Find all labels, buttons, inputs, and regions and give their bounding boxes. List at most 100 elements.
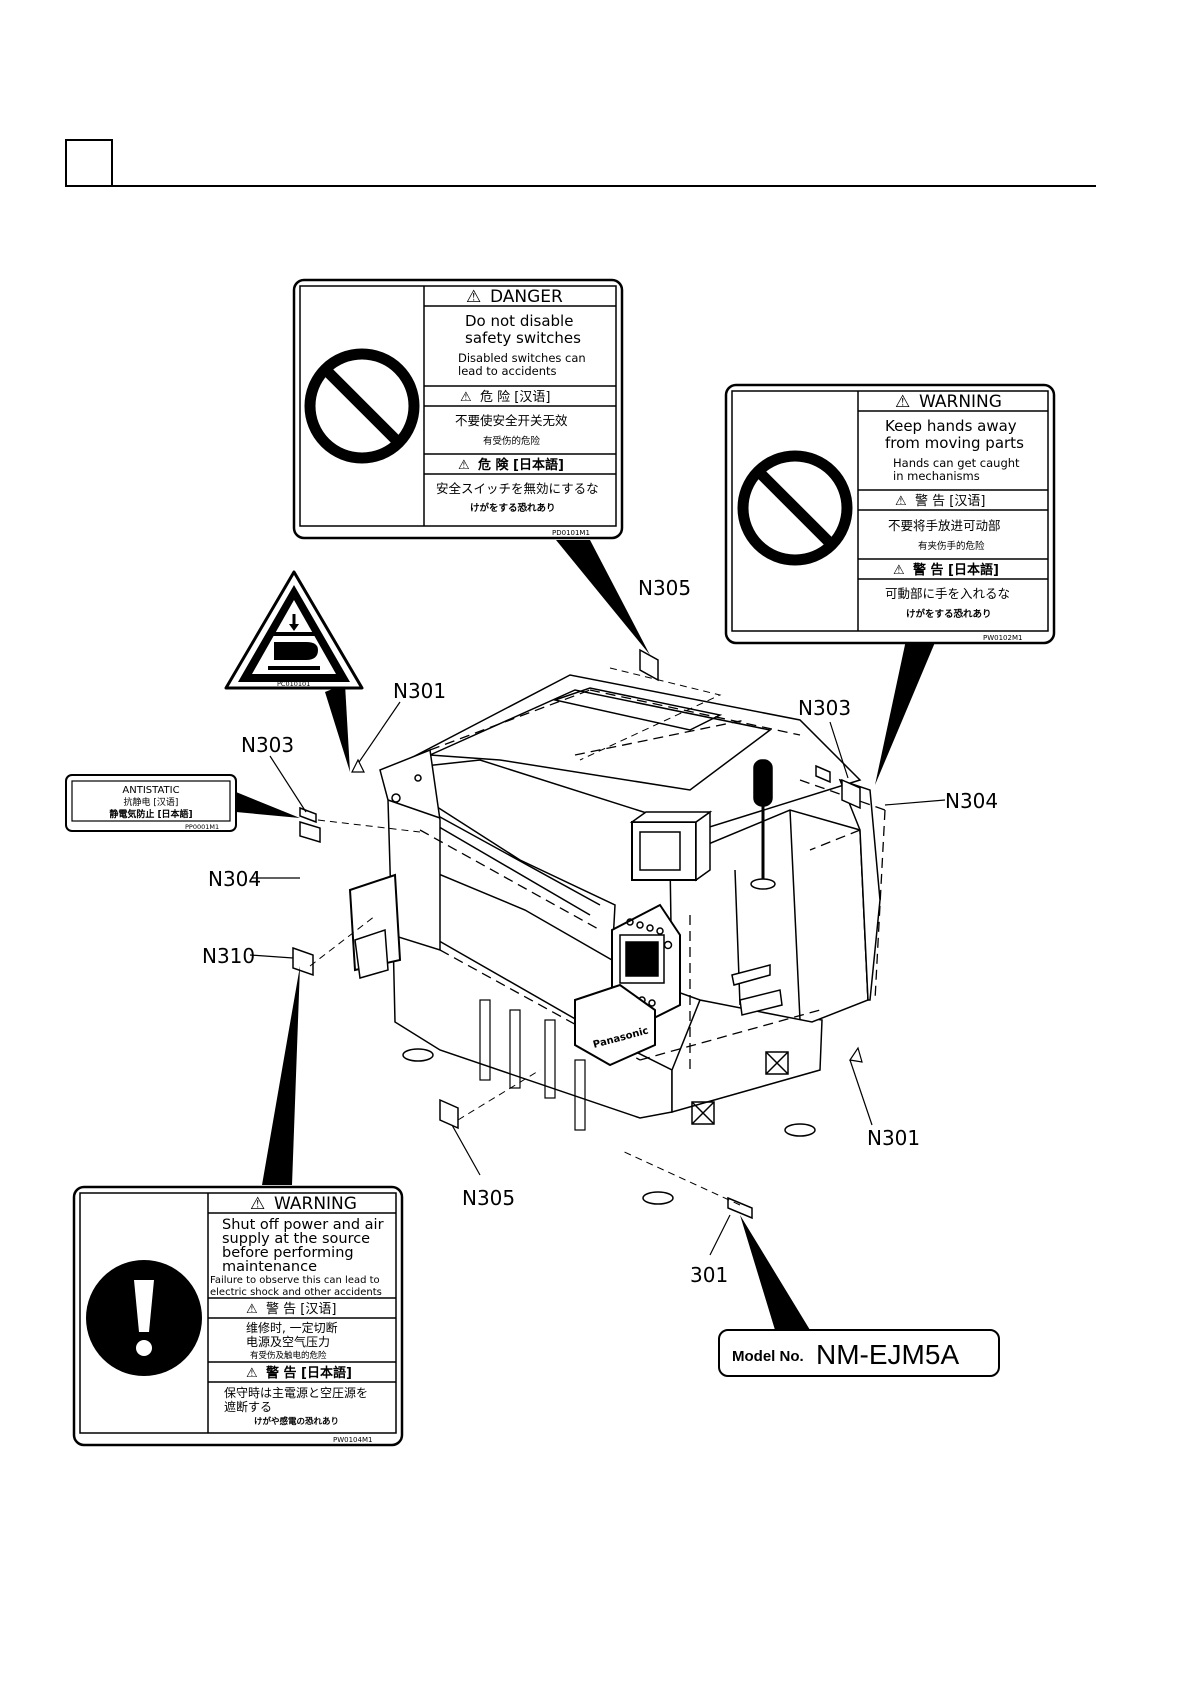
section-header [65, 139, 1096, 187]
hand-crush-label: PC010101 [224, 570, 364, 690]
alert-triangle-icon: ⚠ [893, 563, 905, 578]
patch-n304-left [299, 820, 321, 844]
placement-guides [309, 667, 741, 1206]
callout-n305-bottom: N305 [462, 1186, 515, 1210]
danger-main-en-2: safety switches [465, 329, 581, 347]
warning-power-main-cn-2: 电源及空气压力 [246, 1334, 330, 1349]
warning-moving-main-en-1: Keep hands away [885, 417, 1017, 435]
warning-power-label: ⚠ WARNING Shut off power and air supply … [72, 1185, 404, 1447]
danger-head-jp: 危 険 [日本語] [478, 457, 564, 473]
danger-head-cn: 危 险 [汉语] [480, 390, 550, 405]
danger-head-en: DANGER [490, 287, 563, 307]
patch-n305-top [639, 648, 659, 682]
alert-triangle-icon: ⚠ [458, 458, 470, 473]
patch-n303-left [299, 806, 317, 824]
machine-drawing [348, 674, 886, 1205]
hand-crush-icon [268, 614, 320, 670]
callout-n301-left: N301 [393, 679, 446, 703]
patch-n310 [292, 946, 314, 977]
callout-n310: N310 [202, 944, 255, 968]
warning-power-sub-en-1: Failure to observe this can lead to [210, 1275, 380, 1286]
danger-main-en-1: Do not disable [465, 312, 573, 330]
danger-sub-en-2: lead to accidents [458, 364, 557, 378]
n301-left-arrow [351, 758, 365, 773]
alert-triangle-icon: ⚠ [466, 287, 481, 307]
warning-moving-code: PW0102M1 [983, 634, 1022, 642]
warning-power-main-jp-1: 保守時は主電源と空圧源を [224, 1386, 368, 1400]
prohibition-icon [304, 348, 420, 464]
patch-n303-right [815, 764, 831, 784]
callout-labels: N305 N301 N303 N303 N304 N304 N310 N301 … [202, 576, 998, 1287]
warning-moving-head-cn: 警 告 [汉语] [915, 493, 985, 509]
warning-power-main-cn-1: 维修时, 一定切断 [246, 1320, 338, 1335]
warning-moving-sub-en-2: in mechanisms [893, 469, 980, 483]
mandatory-action-icon [86, 1260, 202, 1376]
callout-n304-right: N304 [945, 789, 998, 813]
model-number: NM-EJM5A [816, 1339, 959, 1370]
danger-sub-jp: けがをする恐れあり [470, 502, 556, 514]
warning-moving-head-en: WARNING [919, 392, 1002, 412]
antistatic-line3: 静電気防止 [日本語] [109, 808, 192, 820]
warning-moving-sub-cn: 有夹伤手的危险 [918, 540, 985, 552]
alert-triangle-icon: ⚠ [246, 1366, 258, 1381]
wedge-warning-power [262, 966, 300, 1185]
alert-triangle-icon: ⚠ [895, 392, 910, 412]
antistatic-line2: 抗静电 [汉语] [124, 796, 179, 808]
leader-wedges [236, 540, 936, 1330]
wedge-model [740, 1215, 810, 1330]
label-patches [292, 648, 861, 1220]
warning-power-head-en: WARNING [274, 1194, 357, 1214]
alert-triangle-icon: ⚠ [246, 1302, 258, 1317]
warning-power-sub-cn: 有受伤及触电的危险 [250, 1350, 327, 1361]
warning-moving-label: ⚠ WARNING Keep hands away from moving pa… [724, 383, 1056, 645]
antistatic-label: ANTISTATIC 抗静电 [汉语] 静電気防止 [日本語] PP0001M1 [65, 774, 237, 832]
section-number-box [65, 139, 113, 187]
danger-label: ⚠ DANGER Do not disable safety switches … [292, 278, 624, 540]
patch-301 [727, 1196, 753, 1220]
wedge-antistatic [236, 792, 300, 818]
wedge-hand [325, 684, 350, 772]
callout-n303-left: N303 [241, 733, 294, 757]
callout-301: 301 [690, 1263, 728, 1287]
alert-triangle-icon: ⚠ [895, 494, 907, 509]
warning-moving-main-jp: 可動部に手を入れるな [885, 586, 1010, 601]
danger-main-cn: 不要使安全开关无效 [455, 413, 568, 428]
model-plate: Model No. NM-EJM5A [718, 1329, 1000, 1377]
callout-n305-top: N305 [638, 576, 691, 600]
warning-power-main-en-1: Shut off power and air [222, 1217, 384, 1233]
warning-moving-sub-jp: けがをする恐れあり [906, 608, 992, 620]
alert-triangle-icon: ⚠ [250, 1194, 265, 1214]
hand-crush-code: PC010101 [277, 680, 310, 688]
warning-moving-main-cn: 不要将手放进可动部 [888, 518, 1001, 533]
warning-power-main-en-3: before performing [222, 1245, 354, 1261]
wedge-warning-moving [875, 640, 936, 785]
n301-right-arrow [848, 1046, 863, 1063]
alert-triangle-icon: ⚠ [460, 390, 472, 405]
patch-n305-bottom [439, 1098, 459, 1130]
callout-n301-right: N301 [867, 1126, 920, 1150]
callout-n304-left: N304 [208, 867, 261, 891]
warning-moving-sub-en-1: Hands can get caught [893, 456, 1020, 470]
warning-power-sub-jp: けがや感電の恐れあり [254, 1416, 339, 1427]
warning-power-code: PW0104M1 [333, 1436, 372, 1444]
warning-power-head-jp: 警 告 [日本語] [266, 1365, 352, 1381]
warning-power-sub-en-2: electric shock and other accidents [210, 1287, 382, 1298]
warning-moving-head-jp: 警 告 [日本語] [913, 562, 999, 578]
antistatic-code: PP0001M1 [185, 823, 219, 831]
model-prefix: Model No. [732, 1348, 804, 1365]
warning-power-main-en-2: supply at the source [222, 1231, 370, 1247]
warning-moving-main-en-2: from moving parts [885, 434, 1024, 452]
wedge-danger [556, 540, 650, 655]
callout-leaders [249, 701, 946, 1256]
prohibition-icon [737, 450, 853, 566]
warning-power-main-en-4: maintenance [222, 1259, 317, 1275]
patch-n304-right [841, 778, 861, 810]
danger-sub-cn: 有受伤的危险 [483, 435, 541, 447]
callout-n303-right: N303 [798, 696, 851, 720]
warning-power-head-cn: 警 告 [汉语] [266, 1301, 336, 1317]
danger-main-jp: 安全スイッチを無効にするな [436, 481, 599, 496]
danger-sub-en-1: Disabled switches can [458, 351, 586, 365]
danger-code: PD0101M1 [552, 529, 590, 537]
